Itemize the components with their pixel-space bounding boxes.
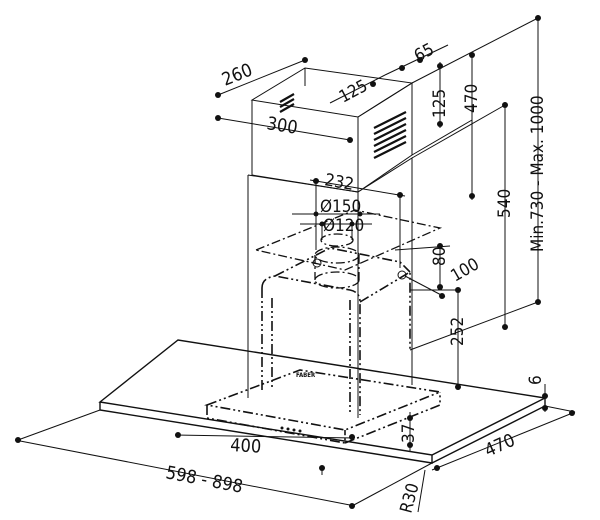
side-vent-grille (373, 111, 407, 159)
label-outlet-inner-diameter: Ø120 (323, 216, 364, 236)
label-vent-height: 125 (430, 89, 450, 118)
chimney (247, 67, 414, 418)
rear-vent-grille (279, 93, 295, 113)
hidden-components (204, 209, 444, 444)
label-outlet-outer-diameter: Ø150 (320, 197, 361, 217)
brand-mark: FABER (296, 372, 316, 379)
label-chimney-upper: 470 (462, 84, 482, 113)
label-height-range: Min.730 - Max. 1000 (528, 95, 548, 252)
label-corner-radius: R30 (397, 481, 424, 515)
label-canopy-height: 37 (399, 424, 419, 443)
label-canopy-width: 400 (230, 435, 262, 458)
label-top-width: 300 (265, 113, 299, 139)
label-top-depth: 260 (219, 60, 256, 91)
label-hood-width: 598 - 898 (164, 462, 245, 497)
label-motor-offset: 100 (448, 254, 483, 286)
label-motor-height: 252 (448, 317, 468, 346)
label-vent-width: 65 (411, 40, 438, 67)
label-outlet-height: 80 (430, 247, 450, 266)
label-chimney-total: 540 (495, 189, 515, 218)
screw-right (397, 270, 407, 280)
screw-left (312, 258, 322, 268)
glass-plate (98, 339, 548, 464)
dimension-lines (14, 15, 576, 513)
control-buttons (280, 426, 302, 433)
label-vent-offset: 125 (336, 76, 371, 107)
label-glass-thickness: 6 (526, 375, 546, 385)
label-outlet-width: 232 (323, 170, 355, 195)
